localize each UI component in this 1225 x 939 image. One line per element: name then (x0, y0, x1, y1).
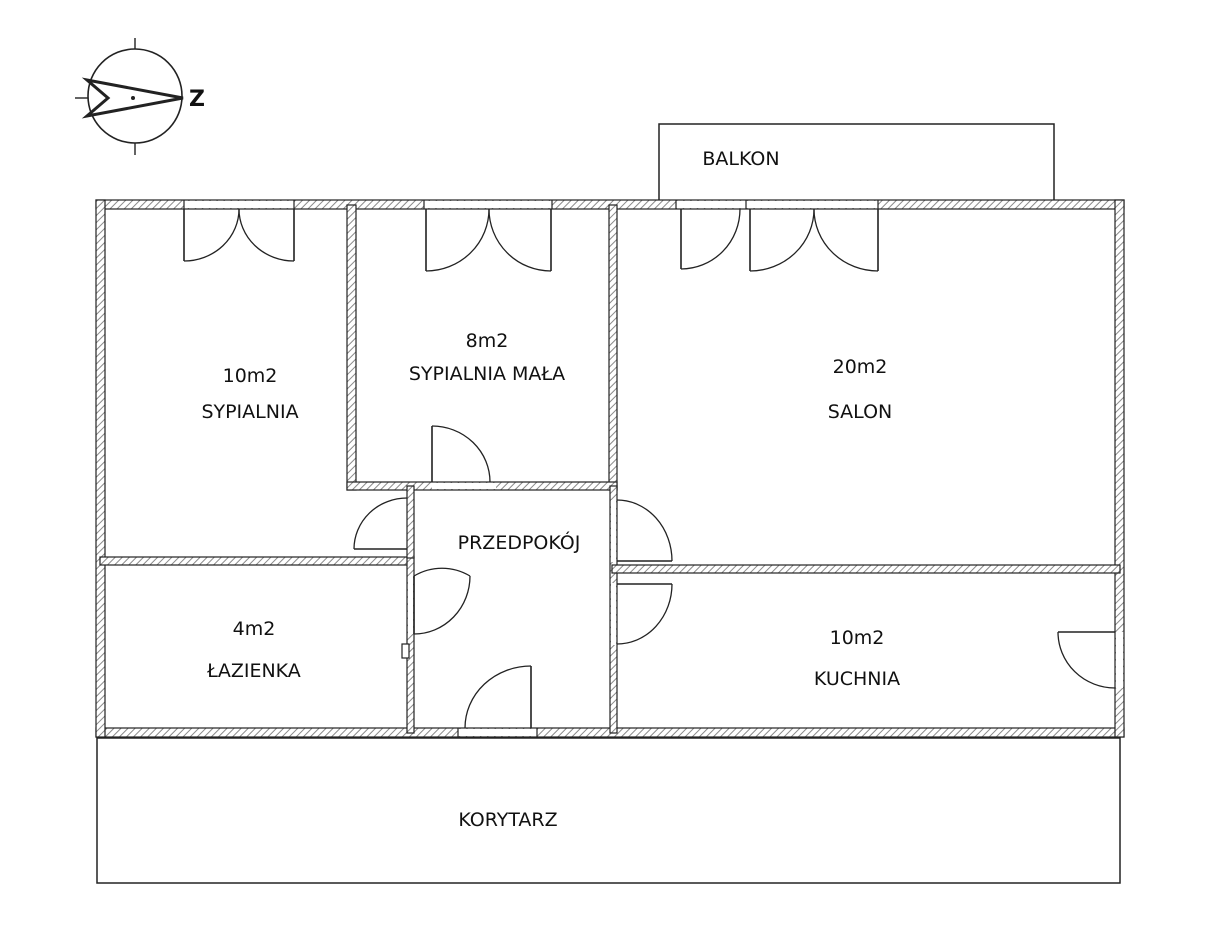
wall-outer-right (1114, 199, 1125, 738)
przedpokoj-name: PRZEDPOKÓJ (458, 530, 581, 554)
door-entrance-arc (464, 665, 532, 729)
interior-walls (99, 204, 1121, 734)
window-salon (676, 201, 878, 208)
door-salon-arc (616, 499, 673, 562)
wall-outer-left (95, 199, 106, 738)
window-sypialnia (184, 201, 294, 208)
window-openings (183, 200, 1123, 737)
door-sypialnia-mala-arc (431, 425, 491, 483)
balkon-name: BALKON (702, 148, 779, 170)
wall-salon-bottom (611, 564, 1121, 574)
compass-center-dot (131, 96, 135, 100)
door-lazienka-arc-close (413, 575, 471, 635)
salon-area: 20m2 (833, 356, 888, 378)
door-opening-lazienka (408, 576, 413, 634)
korytarz-name: KORYTARZ (458, 809, 557, 831)
compass-north-label: Z (189, 87, 205, 112)
window-sypialnia-mala (424, 201, 552, 208)
kuchnia-area: 10m2 (830, 627, 885, 649)
door-opening-kuchnia (611, 583, 616, 645)
lazienka-name: ŁAZIENKA (206, 660, 301, 682)
wall-lazienka-top (99, 556, 414, 566)
lazienka-fixture (401, 643, 410, 659)
window-swings (183, 208, 879, 272)
door-kuchnia-right-arc (1057, 631, 1116, 689)
door-lazienka-arc (413, 567, 471, 577)
window-sypialnia-mala-arc-r (488, 208, 552, 272)
door-opening-salon (611, 500, 616, 562)
wall-sypialnia-mala-right (608, 204, 618, 491)
window-kuchnia (1116, 632, 1123, 688)
lazienka-area: 4m2 (233, 618, 276, 640)
kuchnia-name: KUCHNIA (814, 668, 900, 690)
wall-hall-left-stub (406, 485, 415, 559)
sypialnia-name: SYPIALNIA (201, 401, 298, 423)
window-sypialnia-arc-r (238, 208, 295, 262)
salon-name: SALON (828, 401, 893, 423)
window-sypialnia-arc-l (183, 208, 240, 262)
room-labels: 10m2 SYPIALNIA 8m2 SYPIALNIA MAŁA 20m2 S… (201, 148, 900, 831)
korytarz-outline (96, 737, 1121, 884)
door-opening-sypialnia-mala (432, 483, 496, 489)
north-arrow-icon (81, 77, 184, 119)
compass: Z (75, 38, 205, 155)
door-swings (353, 425, 1116, 729)
window-sypialnia-mala-arc-l (425, 208, 490, 272)
sypialnia-area: 10m2 (223, 365, 278, 387)
window-salon-arc-3 (813, 208, 879, 272)
window-salon-arc-2 (749, 208, 815, 272)
door-kuchnia-arc (616, 583, 673, 645)
entrance-opening (458, 729, 537, 736)
window-salon-arc-1 (680, 208, 741, 270)
sypialnia-mala-name: SYPIALNIA MAŁA (409, 363, 565, 385)
wall-sypialnia-mala-left (346, 204, 357, 491)
sypialnia-mala-area: 8m2 (466, 330, 509, 352)
door-sypialnia-arc (353, 497, 408, 550)
